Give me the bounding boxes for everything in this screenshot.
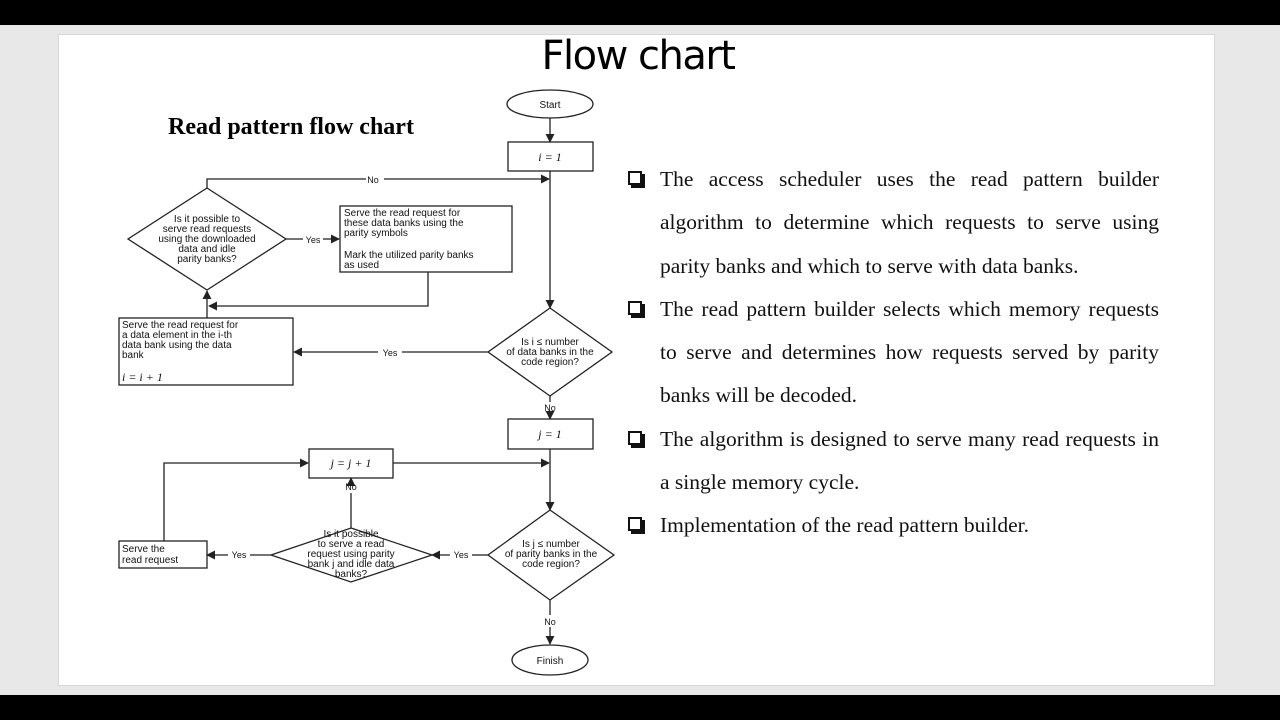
serve-parity-line: Serve the read request for bbox=[344, 208, 461, 219]
decision-parity-download-line: data and idle bbox=[178, 244, 236, 255]
serve-data-line: Serve the read request for bbox=[122, 320, 239, 331]
decision-parity-download-line: Is it possible to bbox=[174, 214, 241, 225]
serve-data-line: data bank using the data bbox=[122, 340, 232, 351]
decision-parity-download-line: parity banks? bbox=[177, 254, 237, 265]
j-increment-box bbox=[308, 448, 394, 479]
serve-parity-line: these data banks using the bbox=[344, 218, 464, 229]
j-increment-label: j = j + 1 bbox=[329, 456, 372, 470]
serve-data-line: bank bbox=[122, 350, 145, 361]
serve-parity-box bbox=[339, 205, 513, 273]
serve-data-line: a data element in the i-th bbox=[122, 330, 232, 341]
decision-serve-j bbox=[268, 527, 435, 583]
decision-parity-download-line: serve read requests bbox=[163, 224, 251, 235]
label-yes: Yes bbox=[306, 235, 321, 245]
decision-i-line: of data banks in the bbox=[506, 347, 594, 358]
j-init-box bbox=[507, 418, 594, 450]
start-label: Start bbox=[539, 100, 560, 111]
checkbox-bullet-icon bbox=[628, 300, 645, 318]
serve-request-line: Serve the bbox=[122, 544, 165, 555]
decision-j-line: code region? bbox=[522, 559, 580, 570]
decision-j-line: of parity banks in the bbox=[505, 549, 598, 560]
bullet-text: Implementation of the read pattern build… bbox=[660, 513, 1029, 538]
bullet-item: The algorithm is designed to serve many … bbox=[627, 418, 1159, 505]
flowchart-heading: Read pattern flow chart bbox=[168, 114, 414, 140]
decision-j-count bbox=[486, 509, 616, 601]
decision-i-line: code region? bbox=[521, 357, 579, 368]
decision-serve-j-line: banks? bbox=[335, 569, 368, 580]
serve-data-box bbox=[118, 317, 294, 386]
serve-parity-line: as used bbox=[344, 260, 379, 271]
bullet-item: The read pattern builder selects which m… bbox=[627, 288, 1159, 418]
finish-label: Finish bbox=[537, 656, 564, 667]
checkbox-bullet-icon bbox=[628, 517, 645, 535]
start-terminal bbox=[506, 89, 594, 119]
decision-i-count bbox=[486, 307, 614, 397]
bullet-text: The read pattern builder selects which m… bbox=[660, 296, 1159, 408]
label-yes: Yes bbox=[232, 550, 247, 560]
bullet-item: The access scheduler uses the read patte… bbox=[627, 158, 1159, 288]
label-yes: Yes bbox=[383, 348, 398, 358]
checkbox-bullet-icon bbox=[628, 171, 645, 188]
checkbox-bullet-icon bbox=[628, 430, 645, 448]
j-init-label: j = 1 bbox=[536, 427, 561, 441]
i-init-label: i = 1 bbox=[538, 150, 561, 164]
bullet-text: The access scheduler uses the read patte… bbox=[660, 167, 1159, 278]
slide-title: Flow chart bbox=[541, 33, 736, 79]
label-no: No bbox=[544, 617, 556, 627]
decision-parity-download bbox=[126, 187, 288, 291]
label-no: No bbox=[367, 175, 379, 185]
serve-parity-line: Mark the utilized parity banks bbox=[344, 250, 474, 261]
finish-terminal bbox=[511, 644, 589, 676]
decision-serve-j-line: bank j and idle data bbox=[308, 559, 395, 570]
decision-serve-j-line: to serve a read bbox=[318, 539, 385, 550]
decision-parity-download-line: using the downloaded bbox=[158, 234, 255, 245]
label-yes: Yes bbox=[454, 550, 469, 560]
i-init-box bbox=[507, 141, 594, 172]
serve-data-line: i = i + 1 bbox=[122, 370, 163, 384]
bullet-text: The algorithm is designed to serve many … bbox=[660, 426, 1159, 495]
decision-j-line: Is j ≤ number bbox=[522, 539, 580, 550]
bullet-list: The access scheduler uses the read patte… bbox=[627, 158, 1159, 548]
flow-connectors bbox=[163, 118, 555, 645]
label-no: No bbox=[544, 403, 556, 413]
serve-request-line: read request bbox=[122, 555, 178, 566]
bullet-item: Implementation of the read pattern build… bbox=[627, 504, 1159, 547]
slide-canvas bbox=[58, 34, 1215, 686]
decision-i-line: Is i ≤ number bbox=[521, 337, 579, 348]
serve-request-box bbox=[118, 540, 208, 569]
serve-parity-line: parity symbols bbox=[344, 228, 408, 239]
decision-serve-j-line: request using parity bbox=[307, 549, 394, 560]
label-no: No bbox=[345, 482, 357, 492]
decision-serve-j-line: Is it possible bbox=[323, 529, 378, 540]
